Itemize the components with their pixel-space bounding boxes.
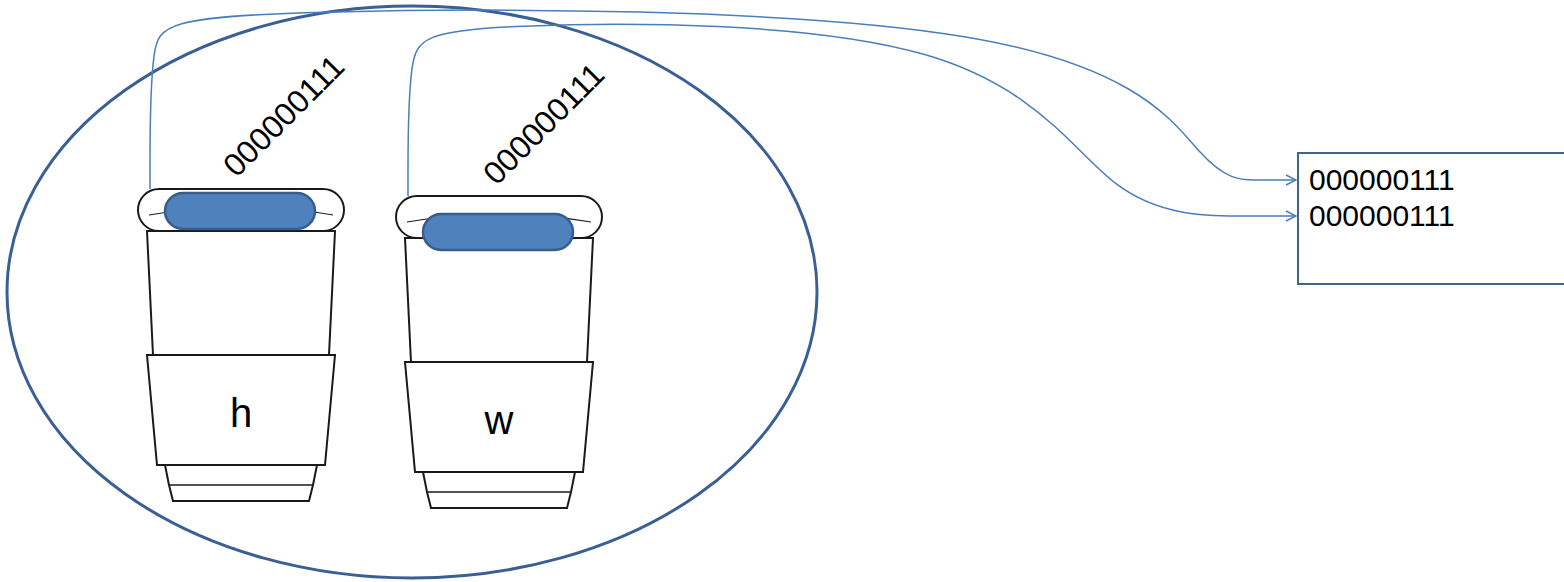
binary-tag: 000000111	[477, 57, 610, 190]
cup-body	[147, 231, 335, 355]
cup-lid	[165, 193, 315, 229]
value-box: 000000111000000111	[1297, 152, 1564, 285]
binary-value: 000000111	[1309, 198, 1556, 234]
arrow-connector	[150, 10, 1296, 189]
cup-base-line	[427, 491, 571, 493]
binary-tag: 000000111	[217, 49, 350, 182]
group-ellipse	[7, 6, 817, 578]
cup-label: h	[135, 393, 347, 433]
cup-rim	[138, 189, 344, 231]
cup-drawing	[393, 192, 605, 510]
cup-base	[423, 472, 575, 508]
cup-base	[165, 465, 317, 501]
arrow-connector	[408, 24, 1296, 216]
cup-label: w	[393, 400, 605, 440]
cup-lid	[423, 214, 573, 250]
cup-node: w	[393, 192, 605, 510]
binary-value: 000000111	[1309, 162, 1556, 198]
cup-body	[405, 238, 593, 362]
cup-drawing	[135, 185, 347, 503]
cup-node: h	[135, 185, 347, 503]
cup-base-line	[169, 484, 313, 486]
